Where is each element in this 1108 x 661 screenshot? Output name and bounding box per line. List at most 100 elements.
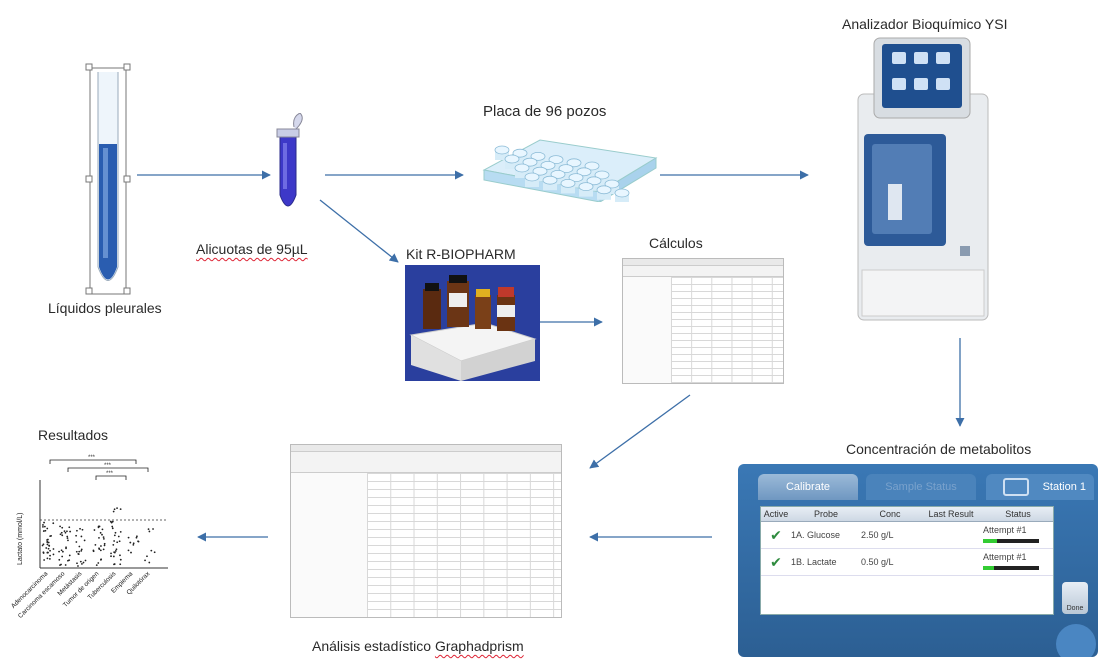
data-point [46, 527, 49, 530]
data-point [69, 530, 72, 533]
well-body [615, 193, 629, 202]
well-body [595, 175, 609, 185]
svg-text:***: *** [106, 471, 114, 477]
data-point [47, 547, 50, 550]
data-point [112, 543, 115, 546]
well [594, 170, 610, 180]
data-point [130, 551, 132, 554]
data-point [67, 539, 69, 542]
kit-label: Kit R-BIOPHARM [406, 246, 516, 262]
well-body [505, 159, 519, 169]
calculos-label: Cálculos [649, 235, 703, 251]
data-point [112, 510, 115, 513]
data-point [59, 525, 61, 528]
data-point [61, 534, 64, 537]
well-body [577, 171, 591, 182]
data-point [119, 530, 122, 533]
test-tube-image [85, 63, 131, 295]
well [548, 155, 564, 164]
data-point [98, 547, 100, 550]
data-point [75, 534, 78, 537]
data-point [60, 549, 63, 552]
round-button[interactable] [1056, 624, 1096, 657]
data-point [76, 562, 78, 565]
data-point [46, 541, 49, 544]
data-point [102, 548, 105, 551]
data-point [66, 535, 69, 538]
data-point [42, 525, 44, 528]
data-point [68, 559, 71, 562]
data-point [61, 555, 64, 558]
calibration-table: Active Probe Conc Last Result Status ✔ 1… [760, 506, 1054, 615]
data-point [118, 540, 121, 543]
well [542, 175, 558, 185]
well [558, 164, 574, 173]
data-point [101, 528, 104, 531]
data-point [153, 551, 156, 554]
data-point [75, 550, 78, 553]
data-point [102, 536, 105, 539]
table-row[interactable]: ✔ 1B. Lactate 0.50 g/L Attempt #1 [761, 549, 1053, 576]
well [560, 179, 576, 188]
tab-station[interactable]: Station 1 [986, 474, 1094, 500]
data-point [132, 542, 135, 545]
well-body [569, 177, 583, 188]
arrow-calc-to-stats [589, 394, 691, 469]
data-point [136, 535, 138, 538]
data-point [68, 526, 71, 529]
data-point [110, 555, 112, 558]
data-point [119, 508, 122, 511]
well [584, 161, 600, 171]
data-point [112, 555, 115, 558]
well [550, 170, 566, 179]
data-point [111, 525, 114, 528]
data-point [132, 544, 135, 546]
data-point [95, 564, 98, 567]
well [576, 167, 592, 177]
data-point [41, 544, 44, 547]
data-point [46, 539, 48, 541]
data-point [77, 565, 79, 567]
checkmark-icon: ✔ [770, 553, 782, 570]
tab-sample-status[interactable]: Sample Status [866, 474, 976, 500]
data-point [113, 551, 116, 553]
data-point [46, 557, 49, 560]
data-point [43, 525, 46, 528]
well-body [605, 184, 619, 194]
data-point [45, 547, 48, 549]
data-point [64, 564, 67, 566]
table-row[interactable]: ✔ 1A. Glucose 2.50 g/L Attempt #1 [761, 522, 1053, 549]
well [524, 172, 540, 182]
data-point [119, 563, 122, 566]
well-body [495, 150, 509, 160]
tab-calibrate[interactable]: Calibrate [758, 474, 858, 500]
liquidos-label: Líquidos pleurales [48, 300, 162, 316]
data-point [75, 541, 78, 543]
aliquot-tube-image [276, 113, 303, 207]
data-point [84, 559, 87, 562]
data-point [103, 542, 106, 545]
well-body [559, 168, 573, 179]
well [596, 185, 612, 195]
well [578, 182, 594, 191]
data-point [65, 546, 67, 549]
data-point [103, 544, 106, 547]
data-point [98, 536, 100, 539]
svg-text:***: *** [104, 463, 112, 469]
well-body [597, 189, 611, 200]
data-point [47, 541, 50, 544]
data-point [64, 531, 67, 534]
data-point [114, 531, 117, 534]
data-point [127, 549, 130, 552]
well [568, 173, 584, 182]
checkmark-icon: ✔ [770, 526, 782, 543]
data-point [83, 539, 86, 542]
data-point [148, 530, 151, 533]
well-body [549, 159, 563, 170]
station-icon [1002, 478, 1029, 496]
well [514, 163, 530, 173]
well [522, 157, 538, 167]
arrow-aliquot-to-kit [319, 199, 399, 263]
done-button[interactable]: Done [1062, 582, 1088, 614]
data-point [99, 549, 102, 552]
